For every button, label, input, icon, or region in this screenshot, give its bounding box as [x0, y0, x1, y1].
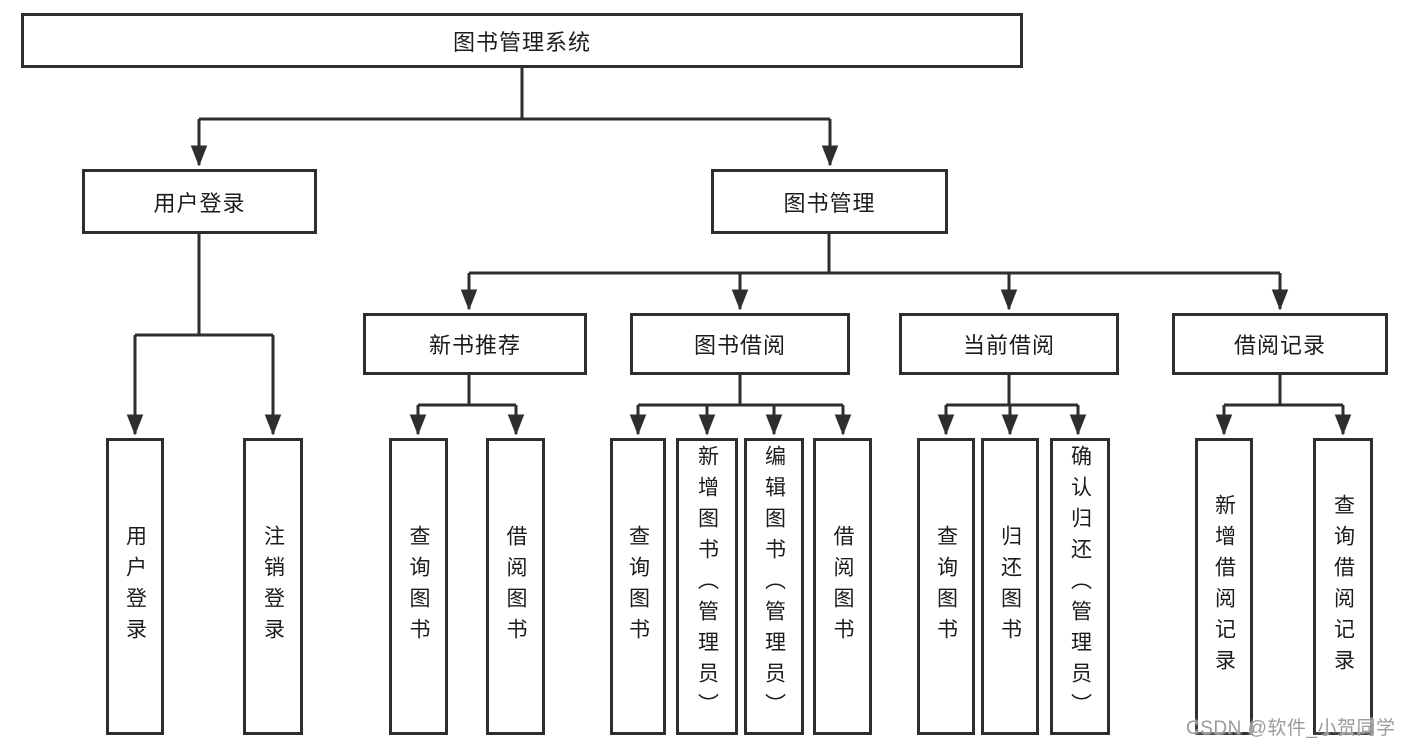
leaf-add-book-admin-label: 新增图书（管理员）	[695, 445, 719, 724]
leaf-logout-label: 注销登录	[261, 524, 285, 649]
leaf-query-borrow-record: 查询借阅记录	[1313, 438, 1373, 735]
leaf-borrow-books-recommend: 借阅图书	[486, 438, 545, 735]
leaf-confirm-return-admin-label: 确认归还（管理员）	[1068, 445, 1092, 724]
node-user-login: 用户登录	[82, 169, 317, 234]
leaf-query-books-recommend: 查询图书	[389, 438, 448, 735]
leaf-query-books-recommend-label: 查询图书	[407, 524, 430, 649]
node-current-borrow-label: 当前借阅	[962, 333, 1055, 358]
leaf-add-borrow-record: 新增借阅记录	[1195, 438, 1253, 735]
leaf-borrow-books-borrow-label: 借阅图书	[831, 524, 854, 649]
leaf-confirm-return-admin: 确认归还（管理员）	[1050, 438, 1110, 735]
node-new-book-recommend: 新书推荐	[363, 313, 587, 375]
leaf-query-books-borrow-label: 查询图书	[626, 524, 650, 649]
leaf-add-borrow-record-label: 新增借阅记录	[1212, 493, 1236, 680]
leaf-borrow-books-borrow: 借阅图书	[813, 438, 872, 735]
leaf-query-books-current-label: 查询图书	[934, 524, 958, 649]
leaf-query-books-borrow: 查询图书	[610, 438, 666, 735]
leaf-logout: 注销登录	[243, 438, 303, 735]
leaf-query-borrow-record-label: 查询借阅记录	[1331, 493, 1355, 680]
leaf-add-book-admin: 新增图书（管理员）	[676, 438, 738, 735]
node-borrow-records: 借阅记录	[1172, 313, 1388, 375]
node-book-management-label: 图书管理	[783, 190, 876, 216]
node-book-borrow-label: 图书借阅	[693, 333, 786, 358]
leaf-query-books-current: 查询图书	[917, 438, 975, 735]
leaf-return-book: 归还图书	[981, 438, 1039, 735]
node-root: 图书管理系统	[21, 13, 1023, 68]
node-book-borrow: 图书借阅	[630, 313, 850, 375]
node-user-login-label: 用户登录	[153, 190, 246, 216]
node-book-management: 图书管理	[711, 169, 948, 234]
node-current-borrow: 当前借阅	[899, 313, 1119, 375]
node-new-book-recommend-label: 新书推荐	[428, 333, 521, 358]
leaf-return-book-label: 归还图书	[998, 524, 1022, 649]
node-borrow-records-label: 借阅记录	[1233, 333, 1326, 358]
watermark: CSDN @软件_小贺同学	[1186, 718, 1396, 739]
leaf-edit-book-admin-label: 编辑图书（管理员）	[762, 445, 786, 724]
leaf-user-login: 用户登录	[106, 438, 164, 735]
leaf-user-login-label: 用户登录	[123, 524, 147, 649]
node-root-label: 图书管理系统	[452, 29, 591, 55]
leaf-edit-book-admin: 编辑图书（管理员）	[744, 438, 804, 735]
leaf-borrow-books-recommend-label: 借阅图书	[504, 524, 527, 649]
